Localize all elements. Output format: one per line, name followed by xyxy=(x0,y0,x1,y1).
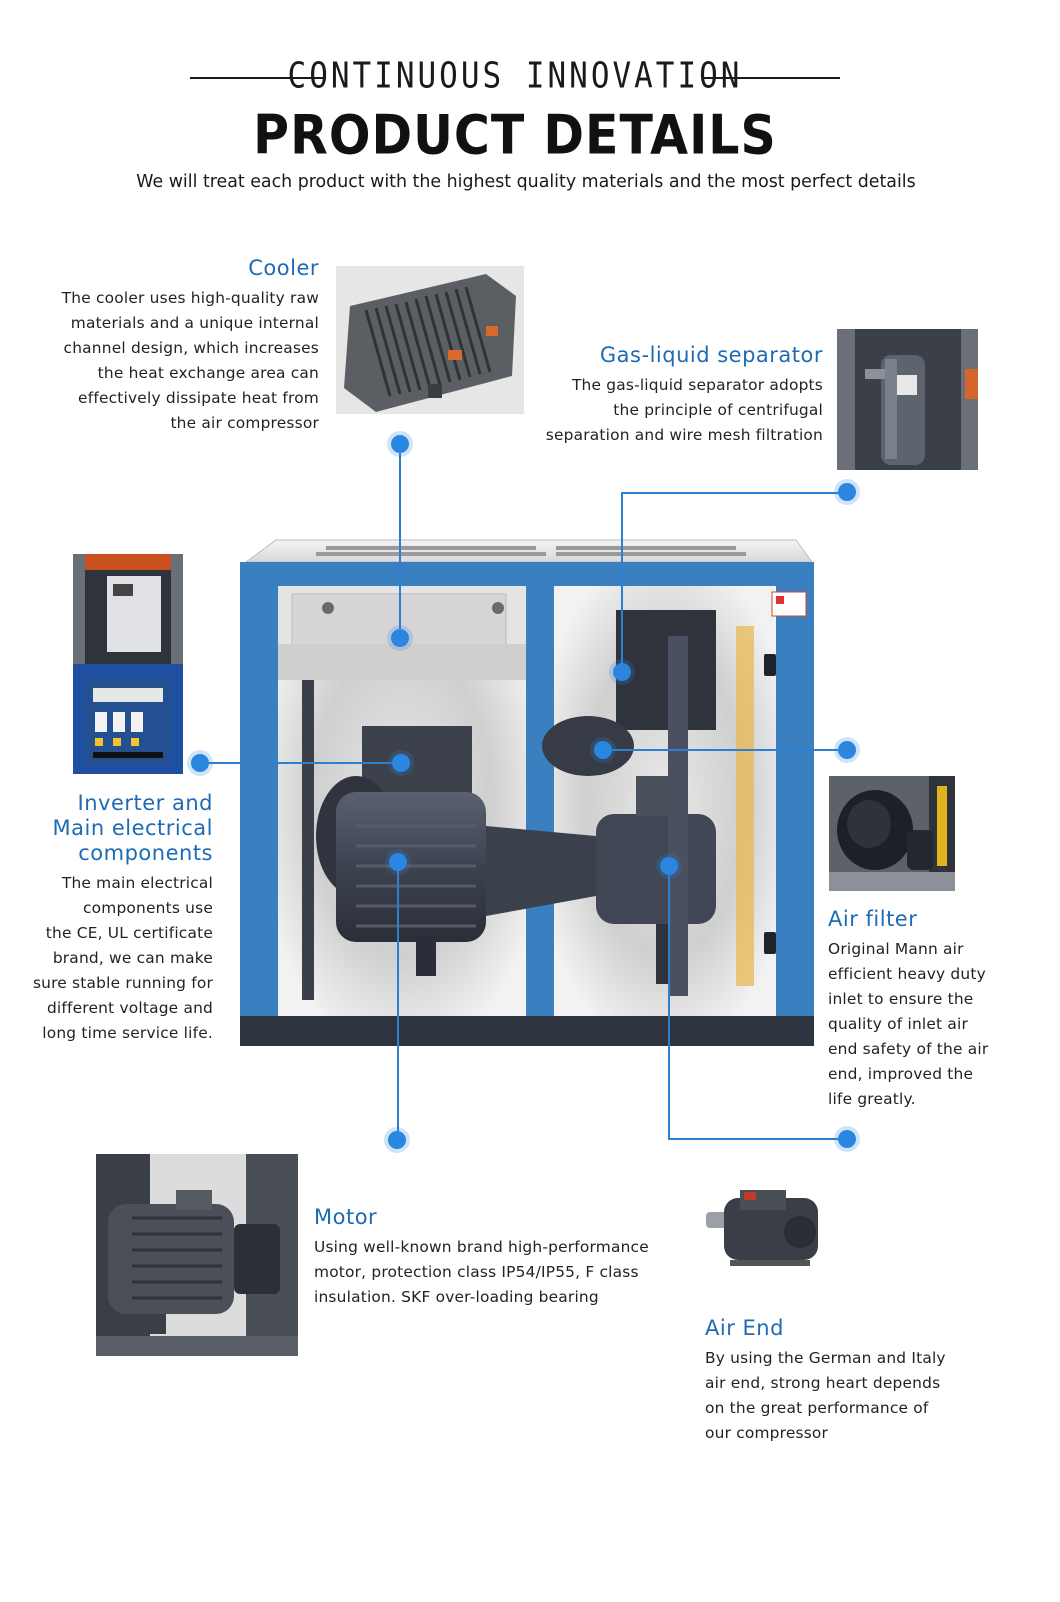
air-filter-connector xyxy=(604,749,848,751)
air-filter-point xyxy=(594,741,612,759)
header-kicker: CONTINUOUS INNOVATION xyxy=(287,55,743,97)
separator-title: Gas-liquid separator xyxy=(599,343,823,367)
motor-description: Using well-known brand high-performance … xyxy=(314,1238,649,1306)
air-end-connector-v xyxy=(668,866,670,1140)
header-rule-left xyxy=(190,77,326,79)
cooler-description: The cooler uses high-quality raw materia… xyxy=(61,289,319,432)
air-filter-description: Original Mann air efficient heavy duty i… xyxy=(828,940,989,1108)
separator-point xyxy=(613,663,631,681)
separator-connector-h xyxy=(622,492,848,494)
cooler-photo xyxy=(336,266,524,414)
compressor-illustration xyxy=(240,539,814,1046)
motor-point xyxy=(389,853,407,871)
header-rule-right xyxy=(704,77,840,79)
inverter-point xyxy=(392,754,410,772)
air-end-point xyxy=(660,857,678,875)
inverter-connector xyxy=(200,762,402,764)
inverter-photo xyxy=(73,554,183,664)
cooler-marker xyxy=(391,435,409,453)
separator-marker xyxy=(838,483,856,501)
inverter-title: Inverter and Main electrical components xyxy=(52,791,213,865)
separator-connector-v xyxy=(621,492,623,672)
cooler-point xyxy=(391,629,409,647)
motor-title: Motor xyxy=(314,1205,378,1229)
cooler-connector xyxy=(399,444,401,638)
inverter-description: The main electrical components use the C… xyxy=(32,874,213,1042)
electrical-panel-photo xyxy=(73,664,183,774)
air-end-marker xyxy=(838,1130,856,1148)
page-subtitle: We will treat each product with the high… xyxy=(136,172,916,192)
page-title: PRODUCT DETAILS xyxy=(253,104,777,167)
air-end-connector-h xyxy=(668,1138,848,1140)
inverter-marker xyxy=(191,754,209,772)
motor-marker xyxy=(388,1131,406,1149)
separator-description: The gas-liquid separator adopts the prin… xyxy=(545,376,823,444)
air-filter-marker xyxy=(838,741,856,759)
air-filter-title: Air filter xyxy=(828,907,918,931)
air-end-title: Air End xyxy=(705,1316,784,1340)
motor-photo xyxy=(96,1154,298,1356)
air-filter-photo xyxy=(829,776,955,891)
separator-photo xyxy=(837,329,978,470)
motor-connector xyxy=(397,862,399,1140)
air-end-description: By using the German and Italy air end, s… xyxy=(705,1349,946,1442)
cooler-title: Cooler xyxy=(248,256,319,280)
air-end-photo xyxy=(700,1184,836,1270)
